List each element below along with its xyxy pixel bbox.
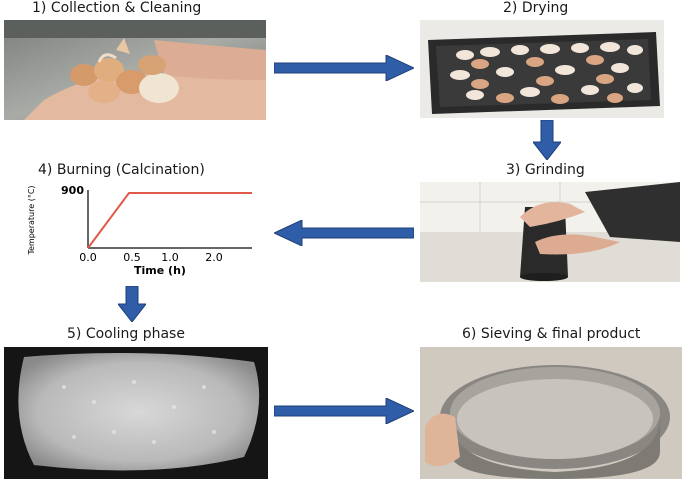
photo-cooling-powder — [4, 347, 268, 479]
x-tick-label-2-0: 2.0 — [205, 251, 223, 264]
y-axis-label: Temperature (°C) — [27, 185, 36, 255]
arrow-down-2-to-3 — [533, 120, 561, 160]
photo-sieve-final — [420, 347, 682, 479]
photo-drying-tray — [420, 20, 664, 118]
y-tick-label-900: 900 — [61, 184, 84, 197]
x-tick-label-0-5: 0.5 — [123, 251, 141, 264]
arrow-right-1-to-2 — [274, 55, 414, 81]
photo-grinding — [420, 182, 680, 282]
photo-collection-eggs — [4, 20, 266, 120]
x-axis-label: Time (h) — [134, 264, 186, 277]
arrow-down-4-to-5 — [118, 286, 146, 322]
step-title-drying: 2) Drying — [503, 0, 569, 16]
step-title-burning: 4) Burning (Calcination) — [38, 162, 205, 178]
step-title-cooling: 5) Cooling phase — [67, 326, 185, 342]
x-tick-label-1-0: 1.0 — [161, 251, 179, 264]
x-tick-label-0: 0.0 — [79, 251, 97, 264]
arrow-left-3-to-4 — [274, 220, 414, 246]
temperature-series-line — [87, 192, 252, 249]
step-title-sieving: 6) Sieving & final product — [462, 326, 641, 342]
step-title-grinding: 3) Grinding — [506, 162, 585, 178]
arrow-right-5-to-6 — [274, 398, 414, 424]
step-title-collection: 1) Collection & Cleaning — [32, 0, 202, 16]
calcination-chart: 900 Temperature (°C) 0.0 0.5 1.0 2.0 Tim… — [20, 180, 260, 280]
